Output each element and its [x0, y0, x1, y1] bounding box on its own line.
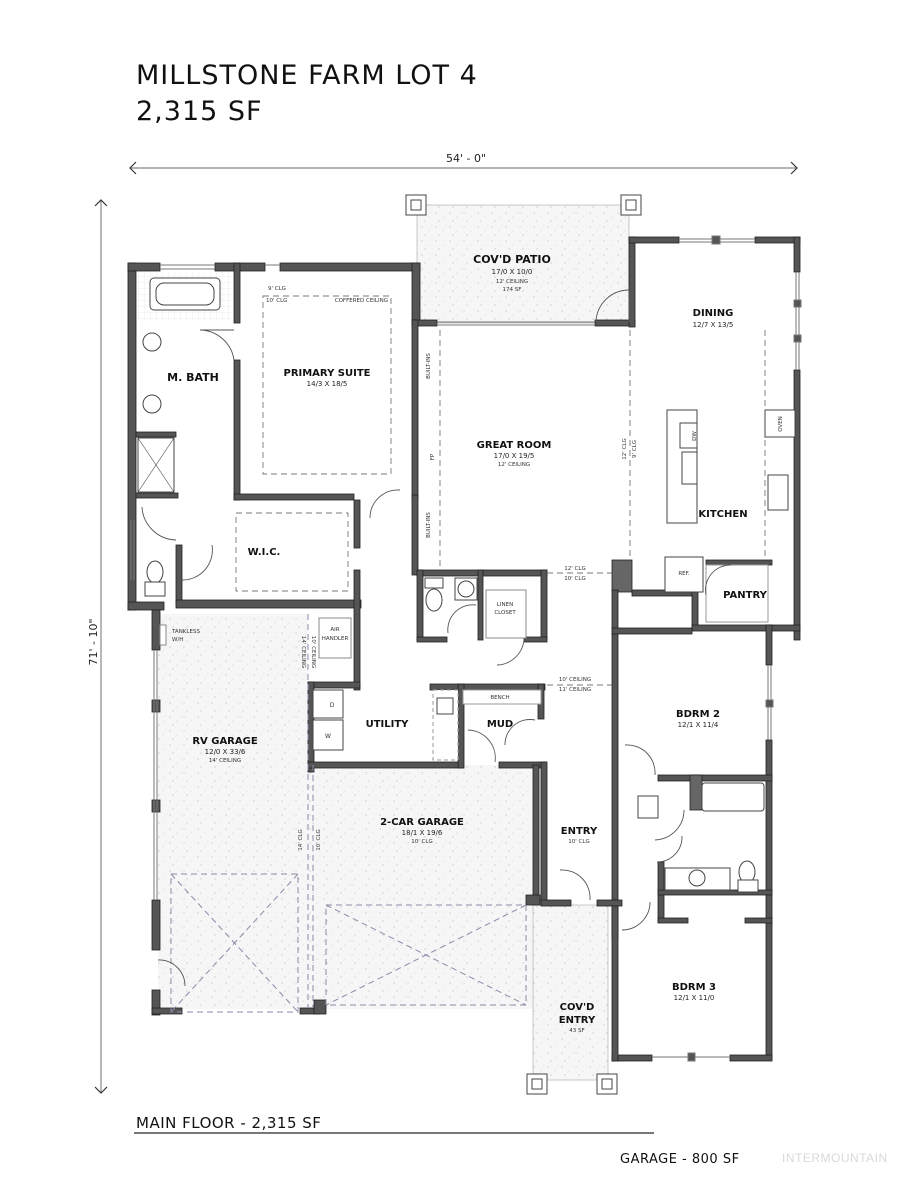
svg-text:REF.: REF. [678, 571, 690, 577]
svg-text:14' CLG: 14' CLG [298, 829, 304, 850]
svg-text:DW: DW [692, 431, 698, 441]
svg-text:12' CEILING: 12' CEILING [496, 279, 528, 285]
svg-text:10' CLG: 10' CLG [316, 829, 322, 850]
watermark: INTERMOUNTAIN [782, 1151, 888, 1165]
svg-text:FP: FP [430, 453, 436, 460]
label-rv-garage: RV GARAGE [192, 736, 258, 747]
svg-text:CLOSET: CLOSET [494, 610, 516, 616]
svg-text:43 SF: 43 SF [569, 1028, 584, 1034]
plan-total-area: 2,315 SF [136, 96, 263, 127]
svg-text:174 SF: 174 SF [503, 287, 522, 293]
room-labels: COV'D PATIO 17/0 X 10/0 12' CEILING 174 … [167, 253, 784, 1034]
svg-text:TANKLESS: TANKLESS [171, 629, 200, 635]
svg-text:12' CLG: 12' CLG [564, 566, 585, 572]
label-bdrm-3: BDRM 3 [672, 982, 716, 993]
svg-text:12/1 X 11/4: 12/1 X 11/4 [678, 721, 719, 729]
svg-text:12' CEILING: 12' CEILING [498, 462, 530, 468]
svg-text:12/1 X 11/0: 12/1 X 11/0 [674, 994, 715, 1002]
svg-text:17/0 X 19/5: 17/0 X 19/5 [494, 452, 535, 460]
svg-text:14/3 X 18/5: 14/3 X 18/5 [307, 380, 348, 388]
label-dining: DINING [693, 308, 734, 319]
svg-text:17/0 X 10/0: 17/0 X 10/0 [492, 268, 533, 276]
label-covd-entry: COV'D [560, 1002, 595, 1013]
footer-divider [134, 1132, 654, 1134]
svg-text:11' CEILING: 11' CEILING [559, 687, 591, 693]
walls [127, 236, 801, 1062]
svg-text:14' CEILING: 14' CEILING [300, 636, 306, 668]
label-patio: COV'D PATIO [473, 253, 551, 266]
label-utility: UTILITY [366, 719, 410, 730]
label-m-bath: M. BATH [167, 371, 219, 384]
svg-text:ENTRY: ENTRY [559, 1015, 596, 1026]
svg-text:HANDLER: HANDLER [322, 636, 349, 642]
svg-text:BENCH: BENCH [490, 695, 509, 701]
svg-text:10' CEILING: 10' CEILING [310, 636, 316, 668]
svg-text:12/0 X 33/6: 12/0 X 33/6 [205, 748, 246, 756]
plan-title: MILLSTONE FARM LOT 4 [136, 60, 478, 91]
svg-text:AIR: AIR [330, 627, 339, 633]
svg-text:W: W [325, 733, 331, 740]
svg-text:9' CLG: 9' CLG [632, 440, 638, 458]
garage-door-dashes [170, 614, 527, 1013]
svg-text:D: D [330, 702, 335, 709]
label-mud: MUD [487, 719, 513, 730]
label-primary-suite: PRIMARY SUITE [283, 368, 370, 379]
svg-text:10' CLG: 10' CLG [411, 839, 432, 845]
svg-text:LINEN: LINEN [497, 602, 513, 608]
svg-text:10' CLG: 10' CLG [568, 839, 589, 845]
svg-text:COFFERED CEILING: COFFERED CEILING [335, 298, 388, 304]
label-kitchen: KITCHEN [698, 509, 747, 520]
width-dimension: 54' - 0" [129, 152, 798, 175]
label-wic: W.I.C. [248, 547, 281, 558]
svg-text:71' - 10": 71' - 10" [87, 618, 100, 665]
svg-text:BUILT-INS: BUILT-INS [426, 512, 432, 538]
svg-text:18/1 X 19/6: 18/1 X 19/6 [402, 829, 443, 837]
label-entry: ENTRY [561, 826, 598, 837]
fixtures [137, 272, 796, 893]
door-swings [141, 289, 732, 987]
main-floor-area: MAIN FLOOR - 2,315 SF [136, 1114, 322, 1132]
svg-text:9' CLG: 9' CLG [268, 286, 286, 292]
svg-text:BUILT-INS: BUILT-INS [426, 353, 432, 379]
svg-text:10' CLG: 10' CLG [564, 576, 585, 582]
label-great-room: GREAT ROOM [477, 440, 552, 451]
depth-dimension: 71' - 10" [87, 199, 108, 1094]
svg-text:OVEN: OVEN [778, 416, 784, 432]
garage-area: GARAGE - 800 SF [620, 1152, 740, 1167]
patio-posts [405, 194, 642, 1095]
label-bdrm-2: BDRM 2 [676, 709, 720, 720]
windows [130, 235, 802, 1062]
svg-text:54' - 0": 54' - 0" [446, 152, 486, 165]
svg-text:14' CEILING: 14' CEILING [209, 758, 241, 764]
label-pantry: PANTRY [723, 590, 767, 601]
svg-text:12/7 X 13/5: 12/7 X 13/5 [693, 321, 734, 329]
svg-text:W/H: W/H [172, 637, 183, 643]
label-2-car-garage: 2-CAR GARAGE [380, 817, 464, 828]
svg-text:10' CEILING: 10' CEILING [559, 677, 591, 683]
svg-text:12' CLG: 12' CLG [622, 438, 628, 459]
svg-text:10' CLG: 10' CLG [266, 298, 287, 304]
hatched-areas [158, 204, 630, 1081]
ceiling-dash-lines [235, 295, 766, 686]
